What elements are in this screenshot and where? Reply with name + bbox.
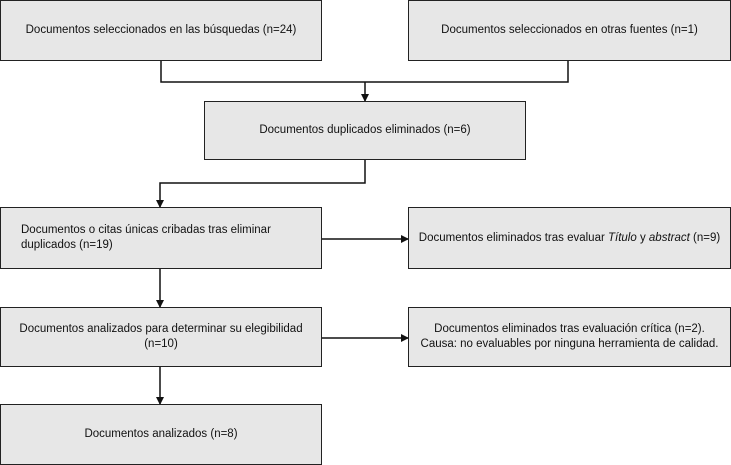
arrow-duplicates-to-screened — [156, 160, 366, 208]
excluded-joiner: y — [636, 231, 649, 244]
box-screened: Documentos o citas únicas cribadas tras … — [0, 207, 322, 269]
box-excluded-title-abstract: Documentos eliminados tras evaluar Títul… — [408, 207, 731, 269]
box-search-documents: Documentos seleccionados en las búsqueda… — [0, 0, 322, 61]
box-excluded-critical-label: Documentos eliminados tras evaluación cr… — [421, 322, 719, 352]
connector-other-to-merge — [365, 61, 569, 83]
excluded-abstract-word: abstract — [648, 231, 690, 244]
box-analyzed: Documentos analizados (n=8) — [0, 404, 322, 465]
box-eligibility: Documentos analizados para determinar su… — [0, 307, 322, 367]
excluded-critical-line2: Causa: no evaluables por ninguna herrami… — [420, 338, 719, 350]
box-eligibility-label: Documentos analizados para determinar su… — [19, 323, 303, 350]
box-analyzed-label: Documentos analizados (n=8) — [84, 428, 238, 440]
box-excluded-title-abstract-label: Documentos eliminados tras evaluar Títul… — [419, 231, 720, 246]
box-duplicates-removed: Documentos duplicados eliminados (n=6) — [204, 101, 526, 160]
box-other-sources: Documentos seleccionados en otras fuente… — [408, 0, 731, 61]
box-screened-label: Documentos o citas únicas cribadas tras … — [21, 224, 271, 251]
excluded-prefix: Documentos eliminados tras evaluar — [418, 231, 608, 244]
box-other-sources-label: Documentos seleccionados en otras fuente… — [441, 24, 698, 36]
excluded-suffix: (n=9) — [689, 231, 721, 244]
box-search-documents-label: Documentos seleccionados en las búsqueda… — [25, 24, 297, 36]
box-excluded-critical: Documentos eliminados tras evaluación cr… — [408, 307, 731, 367]
box-duplicates-removed-label: Documentos duplicados eliminados (n=6) — [259, 124, 471, 136]
excluded-critical-line1: Documentos eliminados tras evaluación cr… — [434, 323, 705, 335]
connector-search-to-merge — [160, 61, 365, 83]
excluded-title-word: Título — [608, 231, 637, 244]
